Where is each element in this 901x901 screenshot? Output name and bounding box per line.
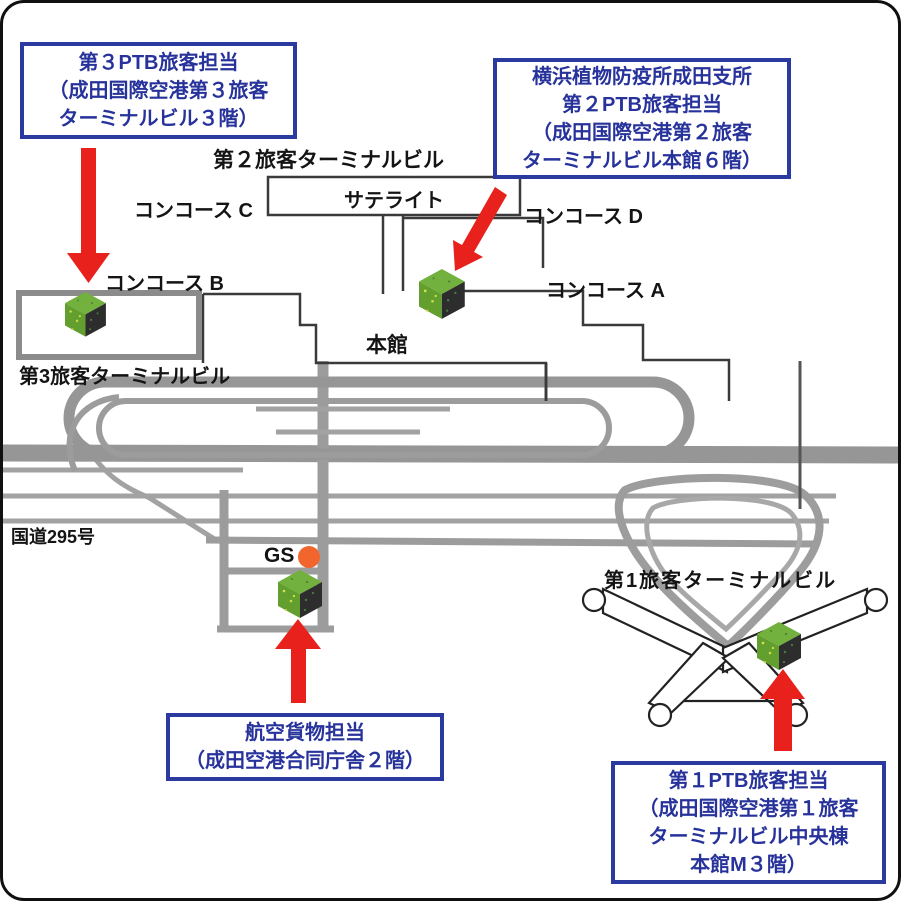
callout-line: （成田国際空港第２旅客: [532, 121, 752, 144]
main-building-label: 本館: [366, 334, 408, 357]
terminal2-office-callout: 横浜植物防疫所成田支所 第２PTB旅客担当 （成田国際空港第２旅客 ターミナルビ…: [493, 58, 791, 179]
map-graphics: [3, 148, 898, 751]
callout-line: ターミナルビル中央棟: [648, 825, 849, 848]
callout-line: 第２PTB旅客担当: [562, 93, 722, 116]
callout-line: （成田国際空港第３旅客: [48, 79, 269, 102]
terminal1-building: [581, 587, 889, 728]
callout-line: （成田空港合同庁舎２階）: [185, 750, 425, 772]
callout-line: ターミナルビル３階）: [58, 107, 259, 130]
satellite-label: サテライト: [344, 190, 444, 212]
concourse-a-label: コンコース A: [546, 280, 665, 302]
road-network: [3, 361, 898, 652]
arrow-to-terminal1-icon: [760, 669, 805, 751]
cargo-office-marker: [278, 570, 322, 618]
concourse-c-label: コンコース C: [134, 200, 253, 222]
callout-line: 第３PTB旅客担当: [78, 51, 239, 74]
concourse-b-label: コンコース B: [105, 273, 224, 295]
arrow-to-terminal2-icon: [453, 187, 507, 271]
callout-line: ターミナルビル本館６階）: [522, 149, 762, 172]
terminal2-office-marker: [419, 269, 465, 319]
callout-line: 航空貨物担当: [245, 722, 365, 744]
callout-line: 本館M３階）: [690, 853, 807, 876]
arrow-to-terminal3-icon: [67, 148, 110, 283]
route295-label: 国道295号: [11, 527, 96, 547]
terminal2-label: 第２旅客ターミナルビル: [213, 149, 444, 172]
terminal1-office-callout: 第１PTB旅客担当 （成田国際空港第１旅客 ターミナルビル中央棟 本館M３階）: [611, 761, 886, 884]
terminal2-building: [201, 175, 731, 401]
terminal1-label: 第1旅客ターミナルビル: [604, 570, 838, 592]
terminal3-label: 第3旅客ターミナルビル: [19, 366, 231, 388]
arrow-to-cargo-icon: [275, 619, 321, 703]
gas-station-icon: [298, 546, 320, 568]
callout-line: 横浜植物防疫所成田支所: [532, 65, 752, 88]
gas-station-label: GS: [264, 544, 295, 567]
cargo-office-callout: 航空貨物担当 （成田空港合同庁舎２階）: [166, 713, 444, 781]
terminal3-office-callout: 第３PTB旅客担当 （成田国際空港第３旅客 ターミナルビル３階）: [20, 42, 297, 139]
terminal3-building: [16, 290, 202, 360]
satellite-building: [266, 175, 522, 217]
pointer-arrows: [67, 148, 805, 751]
callout-line: （成田国際空港第１旅客: [638, 797, 859, 820]
concourse-d-label: コンコース D: [524, 206, 643, 228]
callout-line: 第１PTB旅客担当: [668, 769, 829, 792]
